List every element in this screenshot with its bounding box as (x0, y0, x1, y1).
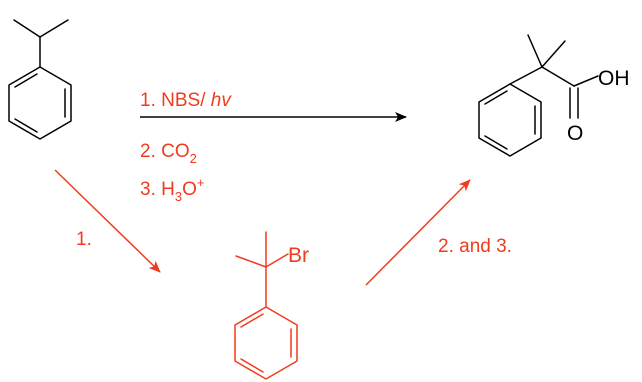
reagent-step3: 3. H3O+ (140, 175, 204, 204)
product-structure (478, 34, 599, 157)
intermediate-bromine-label: Br (288, 244, 309, 267)
bromide-intermediate-structure (234, 231, 298, 380)
reagent-step1: 1. NBS/ hv (140, 90, 232, 111)
arrow-to-intermediate (54, 169, 161, 273)
step-label-2-and-3: 2. and 3. (438, 236, 512, 257)
product-hydroxyl-label: OH (598, 67, 630, 90)
reagent-step2: 2. CO2 (140, 141, 197, 166)
step-label-1: 1. (76, 229, 92, 250)
arrow-to-product (365, 179, 471, 286)
product-carbonyl-oxygen-label: O (567, 122, 583, 145)
cumene-structure (8, 19, 72, 140)
